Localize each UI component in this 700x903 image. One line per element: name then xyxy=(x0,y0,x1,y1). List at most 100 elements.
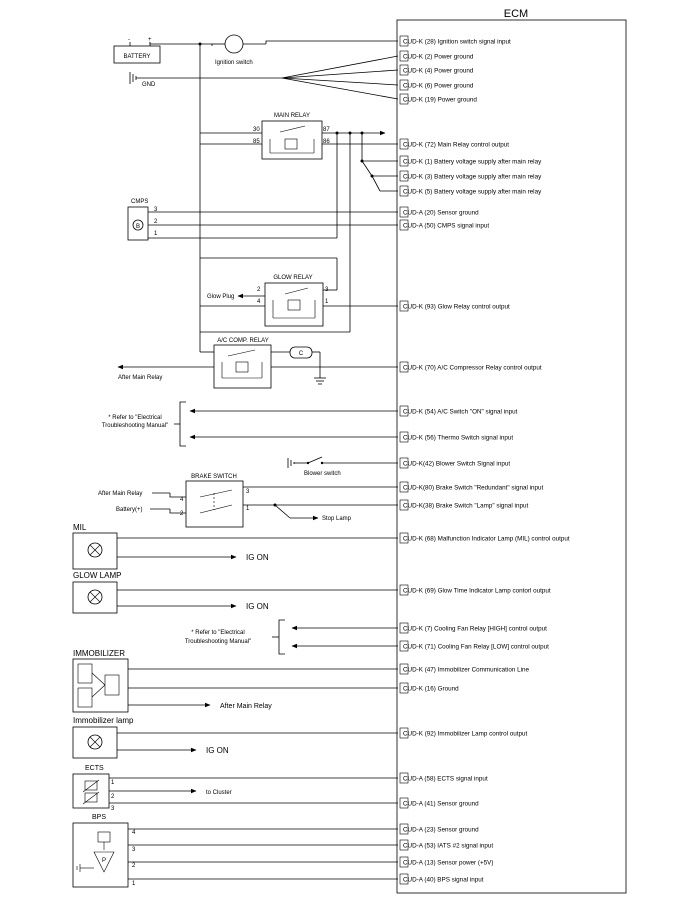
svg-text:2: 2 xyxy=(111,794,115,800)
immo-lamp-ig-on-label: IG ON xyxy=(206,746,229,755)
ecm-pin-0: CUD-K (28) Ignition switch signal input xyxy=(399,35,511,47)
ecm-pin-2: CUD-K (4) Power ground xyxy=(399,64,474,76)
svg-text:1: 1 xyxy=(132,881,136,887)
ecm-pin-24: CUD-K (92) Immobilizer Lamp control outp… xyxy=(399,727,527,739)
ecm-pin-28: CUD-A (53) IATS #2 signal input xyxy=(399,839,493,851)
ecm-pin-22: CUD-K (47) Immobilizer Communication Lin… xyxy=(399,663,529,675)
brake-switch-label: BRAKE SWITCH xyxy=(191,474,237,480)
glow-lamp-ig-on-label: IG ON xyxy=(246,602,269,611)
svg-text:3: 3 xyxy=(132,847,136,853)
ecm-pin-25: CUD-A (58) ECTS signal input xyxy=(399,772,488,784)
glow-plug-label: Glow Plug xyxy=(207,294,234,300)
ecm-pin-label: CUD-K (16) Ground xyxy=(403,686,459,693)
ecm-pin-label: CUD-K (5) Battery voltage supply after m… xyxy=(403,189,542,196)
ecm-pin-connector xyxy=(399,839,409,851)
svg-text:30: 30 xyxy=(253,127,260,133)
glow-lamp: GLOW LAMP xyxy=(72,571,121,614)
ecm-pin-label: CUD-A (20) Sensor ground xyxy=(403,210,479,217)
battery-minus: - xyxy=(128,37,130,43)
ecm-pin-17: CUD-K(38) Brake Switch "Lamp" signal inp… xyxy=(399,499,528,511)
ects-label: ECTS xyxy=(85,765,104,772)
ecm-pin-16: CUD-K(80) Brake Switch "Redundant" signa… xyxy=(399,481,544,493)
ecm-pin-26: CUD-A (41) Sensor ground xyxy=(399,797,479,809)
svg-text:86: 86 xyxy=(323,139,330,145)
ecm-pin-5: CUD-K (72) Main Relay control output xyxy=(399,138,509,150)
ecm-pin-6: CUD-K (1) Battery voltage supply after m… xyxy=(399,155,542,167)
svg-text:87: 87 xyxy=(323,127,330,133)
ecm-pin-connector xyxy=(399,361,409,373)
ecm-pin-7: CUD-K (3) Battery voltage supply after m… xyxy=(399,170,542,182)
ecm-pin-label: CUD-K (1) Battery voltage supply after m… xyxy=(403,159,542,166)
ecm-pin-connector xyxy=(399,50,409,62)
ecm-pin-connector xyxy=(399,219,409,231)
stop-lamp-label: Stop Lamp xyxy=(322,516,352,522)
svg-text:4: 4 xyxy=(132,830,136,836)
brake-battery-label: Battery(+) xyxy=(116,507,143,513)
ecm-pin-connector xyxy=(399,155,409,167)
ac-after-main-label: After Main Relay xyxy=(118,375,162,381)
glow-relay: GLOW RELAY 2 4 3 1 xyxy=(257,275,329,327)
ecm-pin-connector xyxy=(399,856,409,868)
ecm-pin-label: CUD-K(80) Brake Switch "Redundant" signa… xyxy=(403,485,544,492)
ecm-pin-label: CUD-K (92) Immobilizer Lamp control outp… xyxy=(403,731,527,738)
ecm-pin-29: CUD-A (13) Sensor power (+5V) xyxy=(399,856,493,868)
svg-text:C: C xyxy=(299,351,304,357)
ecm-pin-connector xyxy=(399,772,409,784)
ecm-pin-connector xyxy=(399,138,409,150)
ecm-pin-label: CUD-K (69) Glow Time Indicator Lamp cont… xyxy=(403,588,551,595)
svg-text:3: 3 xyxy=(325,287,329,293)
svg-text:3: 3 xyxy=(111,806,115,812)
bps-sensor: BPS P 4 3 2 1 xyxy=(72,814,136,888)
ecm-pin-connector xyxy=(399,622,409,634)
ecm-pin-18: CUD-K (68) Malfunction Indicator Lamp (M… xyxy=(399,532,570,544)
ecm-pin-label: CUD-A (40) BPS signal input xyxy=(403,877,484,884)
ac-relay-label: A/C COMP. RELAY xyxy=(217,338,268,344)
ecm-pin-connector xyxy=(399,431,409,443)
ecm-pin-3: CUD-K (6) Power ground xyxy=(399,79,474,91)
battery: BATTERY - + xyxy=(113,37,161,64)
ecm-pin-19: CUD-K (69) Glow Time Indicator Lamp cont… xyxy=(399,584,551,596)
ecm-pin-label: CUD-A (58) ECTS signal input xyxy=(403,776,488,783)
ecm-pin-connector xyxy=(399,873,409,885)
svg-text:B: B xyxy=(136,224,140,230)
ecm-pin-connector xyxy=(399,300,409,312)
ecm-pin-20: CUD-K (7) Cooling Fan Relay [HIGH] contr… xyxy=(399,622,547,634)
svg-text:2: 2 xyxy=(154,219,158,225)
svg-text:1: 1 xyxy=(111,780,115,786)
svg-text:2: 2 xyxy=(180,511,184,517)
ecm-pin-21: CUD-K (71) Cooling Fan Relay [LOW] contr… xyxy=(399,640,549,652)
ecm-pin-1: CUD-K (2) Power ground xyxy=(399,50,474,62)
ecm-pin-label: CUD-A (23) Sensor ground xyxy=(403,827,479,834)
ecm-pin-label: CUD-K(42) Blower Switch Signal input xyxy=(403,461,510,468)
bps-label: BPS xyxy=(92,814,106,821)
main-relay: MAIN RELAY 30 85 87 86 xyxy=(253,113,330,160)
svg-text:1: 1 xyxy=(154,231,158,237)
svg-text:* Refer to "Electrical: * Refer to "Electrical xyxy=(191,630,244,636)
ecm-pin-label: CUD-K (6) Power ground xyxy=(403,83,474,90)
ecm-pin-label: CUD-K (2) Power ground xyxy=(403,54,474,61)
ecm-pin-connector xyxy=(399,405,409,417)
svg-text:* Refer to "Electrical: * Refer to "Electrical xyxy=(108,415,161,421)
ecm-pin-15: CUD-K(42) Blower Switch Signal input xyxy=(399,457,510,469)
ecm-pin-13: CUD-K (54) A/C Switch "ON" signal input xyxy=(399,405,518,417)
ac-comp-relay: A/C COMP. RELAY xyxy=(213,338,272,389)
ecm-pin-label: CUD-K (3) Battery voltage supply after m… xyxy=(403,174,542,181)
cmps-sensor: CMPS B 3 2 1 xyxy=(127,199,158,241)
brake-after-main-label: After Main Relay xyxy=(98,491,142,497)
blower-switch-label: Blower switch xyxy=(304,471,341,477)
brake-switch: BRAKE SWITCH 4 2 3 1 xyxy=(180,474,250,528)
battery-label: BATTERY xyxy=(123,54,150,60)
ecm-pin-27: CUD-A (23) Sensor ground xyxy=(399,823,479,835)
to-cluster-label: to Cluster xyxy=(206,790,232,796)
ecm-pin-label: CUD-K (70) A/C Compressor Relay control … xyxy=(403,365,542,372)
ecm-pin-14: CUD-K (56) Thermo Switch signal input xyxy=(399,431,513,443)
ecm-pin-label: CUD-A (13) Sensor power (+5V) xyxy=(403,860,493,867)
refer-note-1: * Refer to "Electrical Troubleshooting M… xyxy=(102,415,168,429)
ecm-pin-11: CUD-K (93) Glow Relay control output xyxy=(399,300,510,312)
svg-text:Troubleshooting Manual": Troubleshooting Manual" xyxy=(185,639,251,645)
ecm-pin-connector xyxy=(399,79,409,91)
ecm-pin-10: CUD-A (50) CMPS signal input xyxy=(399,219,489,231)
immobilizer: IMMOBILIZER xyxy=(72,649,129,713)
refer-note-2: * Refer to "Electrical Troubleshooting M… xyxy=(185,630,251,645)
